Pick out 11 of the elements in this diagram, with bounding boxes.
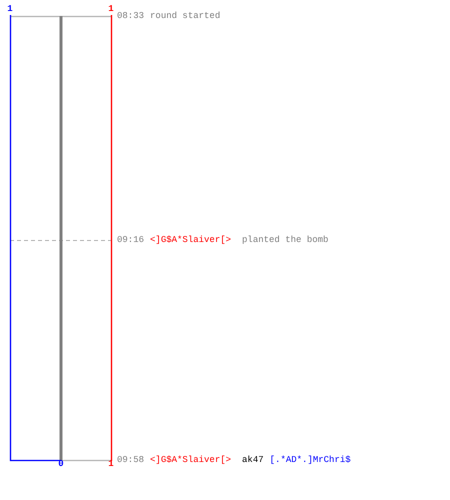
event-time: 09:16 — [117, 234, 144, 246]
player-name: [.*AD*.]MrChri$ — [270, 454, 351, 466]
event-time: 08:33 — [117, 10, 144, 22]
count-label: 1 — [108, 4, 114, 14]
player-name: <]G$A*Slaiver[> — [150, 454, 232, 466]
event-time: 09:58 — [117, 454, 144, 466]
count-label: 1 — [7, 4, 13, 14]
weapon-name: ak47 — [242, 454, 264, 466]
event-text: round started — [150, 10, 220, 22]
player-name: <]G$A*Slaiver[> — [150, 234, 232, 246]
event-text: planted the bomb — [242, 234, 328, 246]
